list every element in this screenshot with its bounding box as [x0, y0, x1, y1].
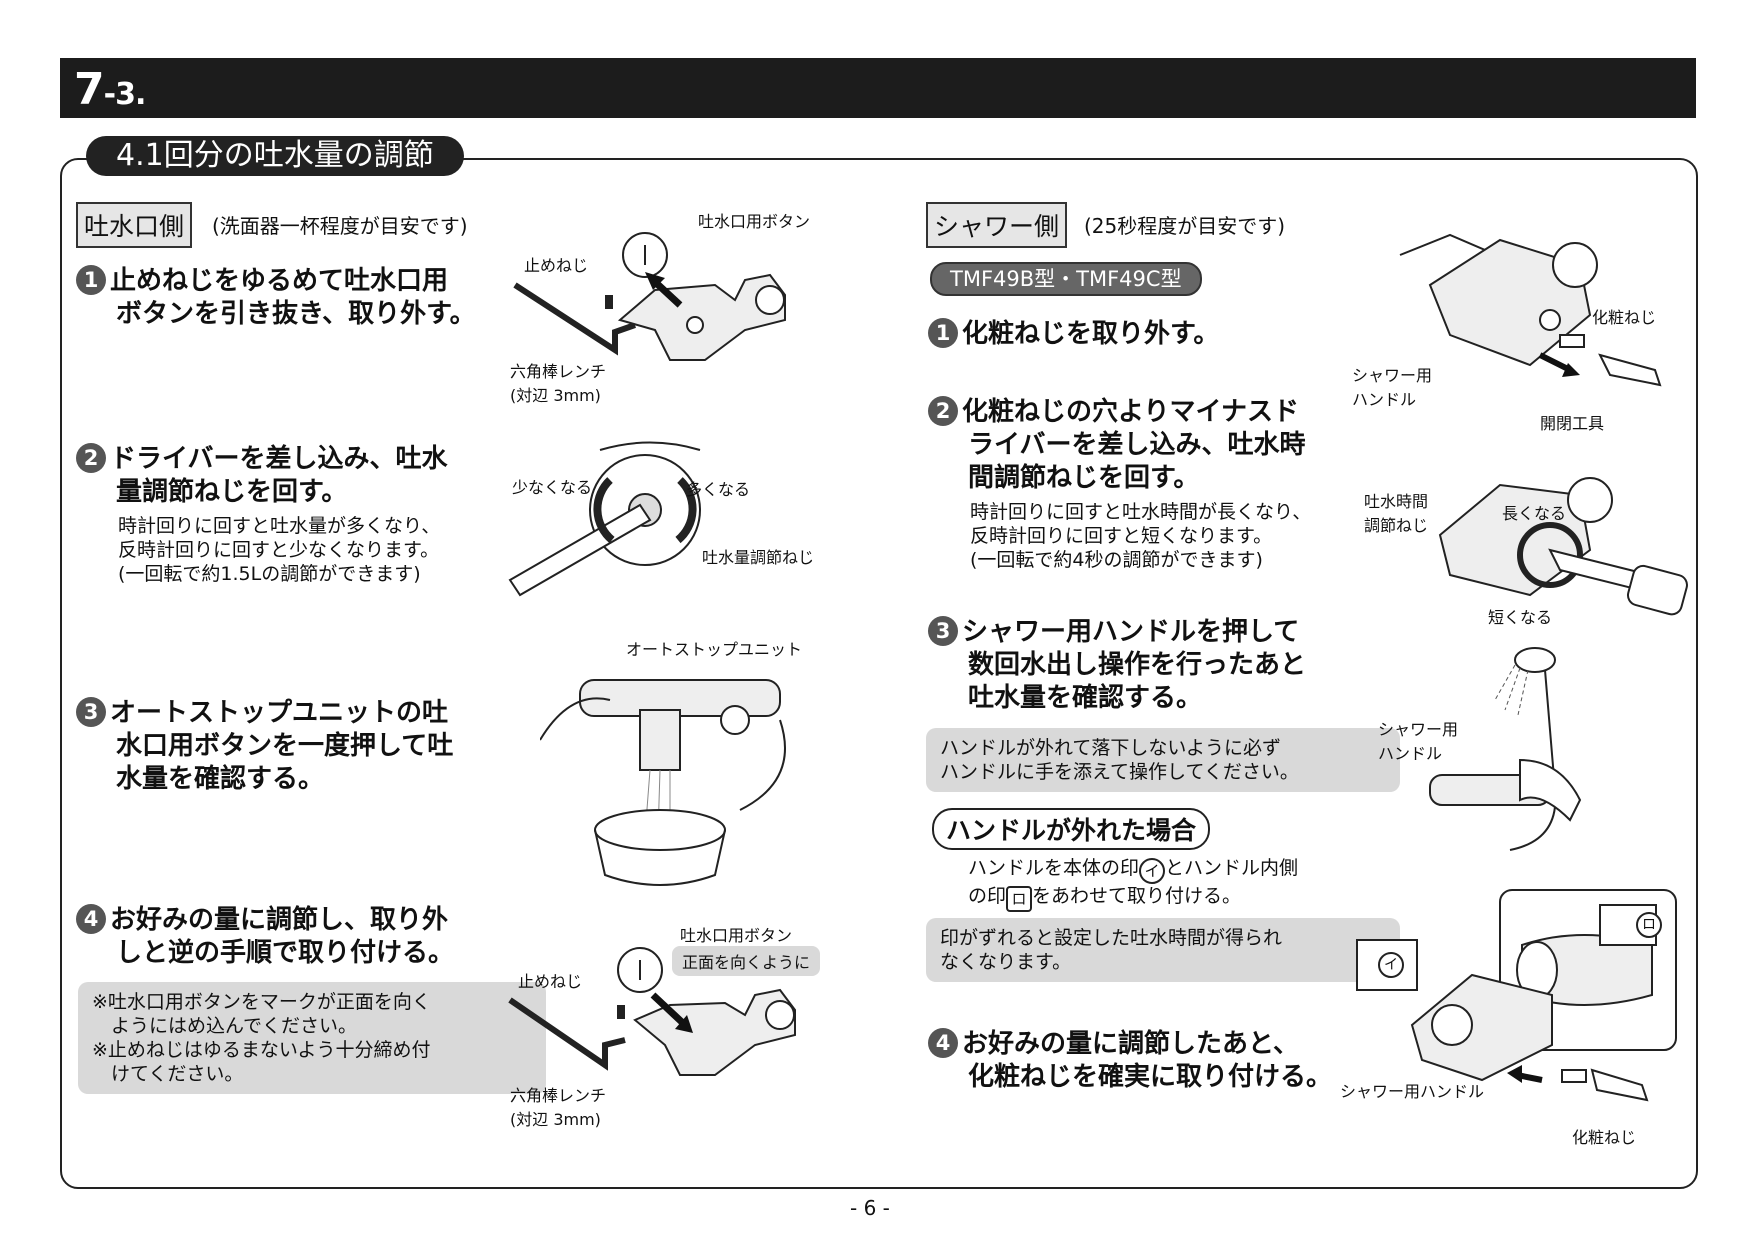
- label-shower-handle: シャワー用ハンドル: [1352, 366, 1433, 409]
- auto-stop-unit-figure: [540, 679, 786, 886]
- label-stop-screw: 止めねじ: [524, 256, 589, 275]
- mark-i-icon: イ: [1378, 952, 1404, 978]
- face-front-badge: 正面を向くように: [672, 946, 821, 976]
- label-open-close-tool: 開閉工具: [1540, 414, 1605, 433]
- handle-detached-body: ハンドルを本体の印イとハンドル内側 の印ロをあわせて取り付ける。: [968, 856, 1298, 912]
- label-decorative-screw: 化粧ねじ: [1592, 308, 1657, 327]
- handle-warning-box: ハンドルが外れて落下しないように必ず ハンドルに手を添えて操作してください。: [926, 728, 1400, 792]
- handle-detached-title: ハンドルが外れた場合: [932, 808, 1211, 850]
- label-spout-button: 吐水口用ボタン: [680, 926, 793, 945]
- mark-i-icon: イ: [1139, 858, 1166, 884]
- spout-button-install-figure: [508, 947, 796, 1076]
- reinstall-handle-figure: [1356, 889, 1677, 1102]
- step-number: 1: [928, 318, 958, 348]
- spout-side-tag: 吐水口側: [76, 202, 193, 248]
- label-hex-wrench: 六角棒レンチ(対辺 3mm): [510, 1086, 607, 1129]
- remove-decorative-screw-figure: [1399, 233, 1662, 387]
- step-number: 2: [76, 443, 106, 473]
- right-step-2-body: 時計回りに回すと吐水時間が長くなり、 反時計回りに回すと短くなります。 (一回転…: [970, 501, 1312, 571]
- label-shorter: 短くなる: [1488, 608, 1553, 627]
- shower-side-tag: シャワー側: [926, 202, 1068, 248]
- label-spout-button: 吐水口用ボタン: [698, 212, 811, 231]
- flow-adjust-figure: [508, 441, 701, 597]
- step-number: 2: [928, 396, 958, 426]
- chapter-number: 7-3.: [74, 64, 146, 115]
- content-frame: [60, 158, 1698, 1189]
- label-longer: 長くなる: [1502, 504, 1567, 523]
- mark-ro-icon: ロ: [1006, 886, 1033, 912]
- step-number: 1: [76, 265, 106, 295]
- label-more: 多くなる: [686, 480, 751, 499]
- shower-side-note: (25秒程度が目安です): [1084, 214, 1286, 238]
- step-number: 4: [76, 904, 106, 934]
- model-badge: TMF49B型・TMF49C型: [930, 262, 1202, 296]
- label-time-adjust-screw: 吐水時間調節ねじ: [1364, 492, 1429, 535]
- section-title: 4.1回分の吐水量の調節: [86, 136, 464, 176]
- shower-operation-figure: [1429, 647, 1582, 851]
- time-adjust-figure: [1438, 477, 1688, 616]
- chapter-header-bar: 7-3.: [60, 58, 1696, 118]
- step-number: 3: [928, 616, 958, 646]
- timing-warning-box: 印がずれると設定した吐水時間が得られ なくなります。: [926, 918, 1400, 982]
- page-number: - 6 -: [850, 1196, 890, 1220]
- left-step-2-body: 時計回りに回すと吐水量が多くなり、 反時計回りに回すと少なくなります。 (一回転…: [118, 515, 441, 585]
- label-shower-handle: シャワー用ハンドル: [1378, 720, 1459, 763]
- label-auto-stop-unit: オートストップユニット: [626, 640, 803, 659]
- label-shower-handle: シャワー用ハンドル: [1340, 1082, 1485, 1101]
- label-flow-adjust-screw: 吐水量調節ねじ: [702, 548, 815, 567]
- spout-side-note: (洗面器一杯程度が目安です): [212, 214, 468, 238]
- label-stop-screw: 止めねじ: [518, 972, 583, 991]
- step-number: 4: [928, 1028, 958, 1058]
- left-note-box: ※吐水口用ボタンをマークが正面を向く ようにはめ込んでください。 ※止めねじはゆ…: [78, 982, 546, 1094]
- label-less: 少なくなる: [512, 478, 593, 497]
- step-number: 3: [76, 697, 106, 727]
- spout-button-removal-figure: [513, 232, 786, 361]
- label-hex-wrench: 六角棒レンチ(対辺 3mm): [510, 362, 607, 405]
- label-decorative-screw: 化粧ねじ: [1572, 1128, 1637, 1147]
- mark-ro-icon: ロ: [1636, 912, 1662, 938]
